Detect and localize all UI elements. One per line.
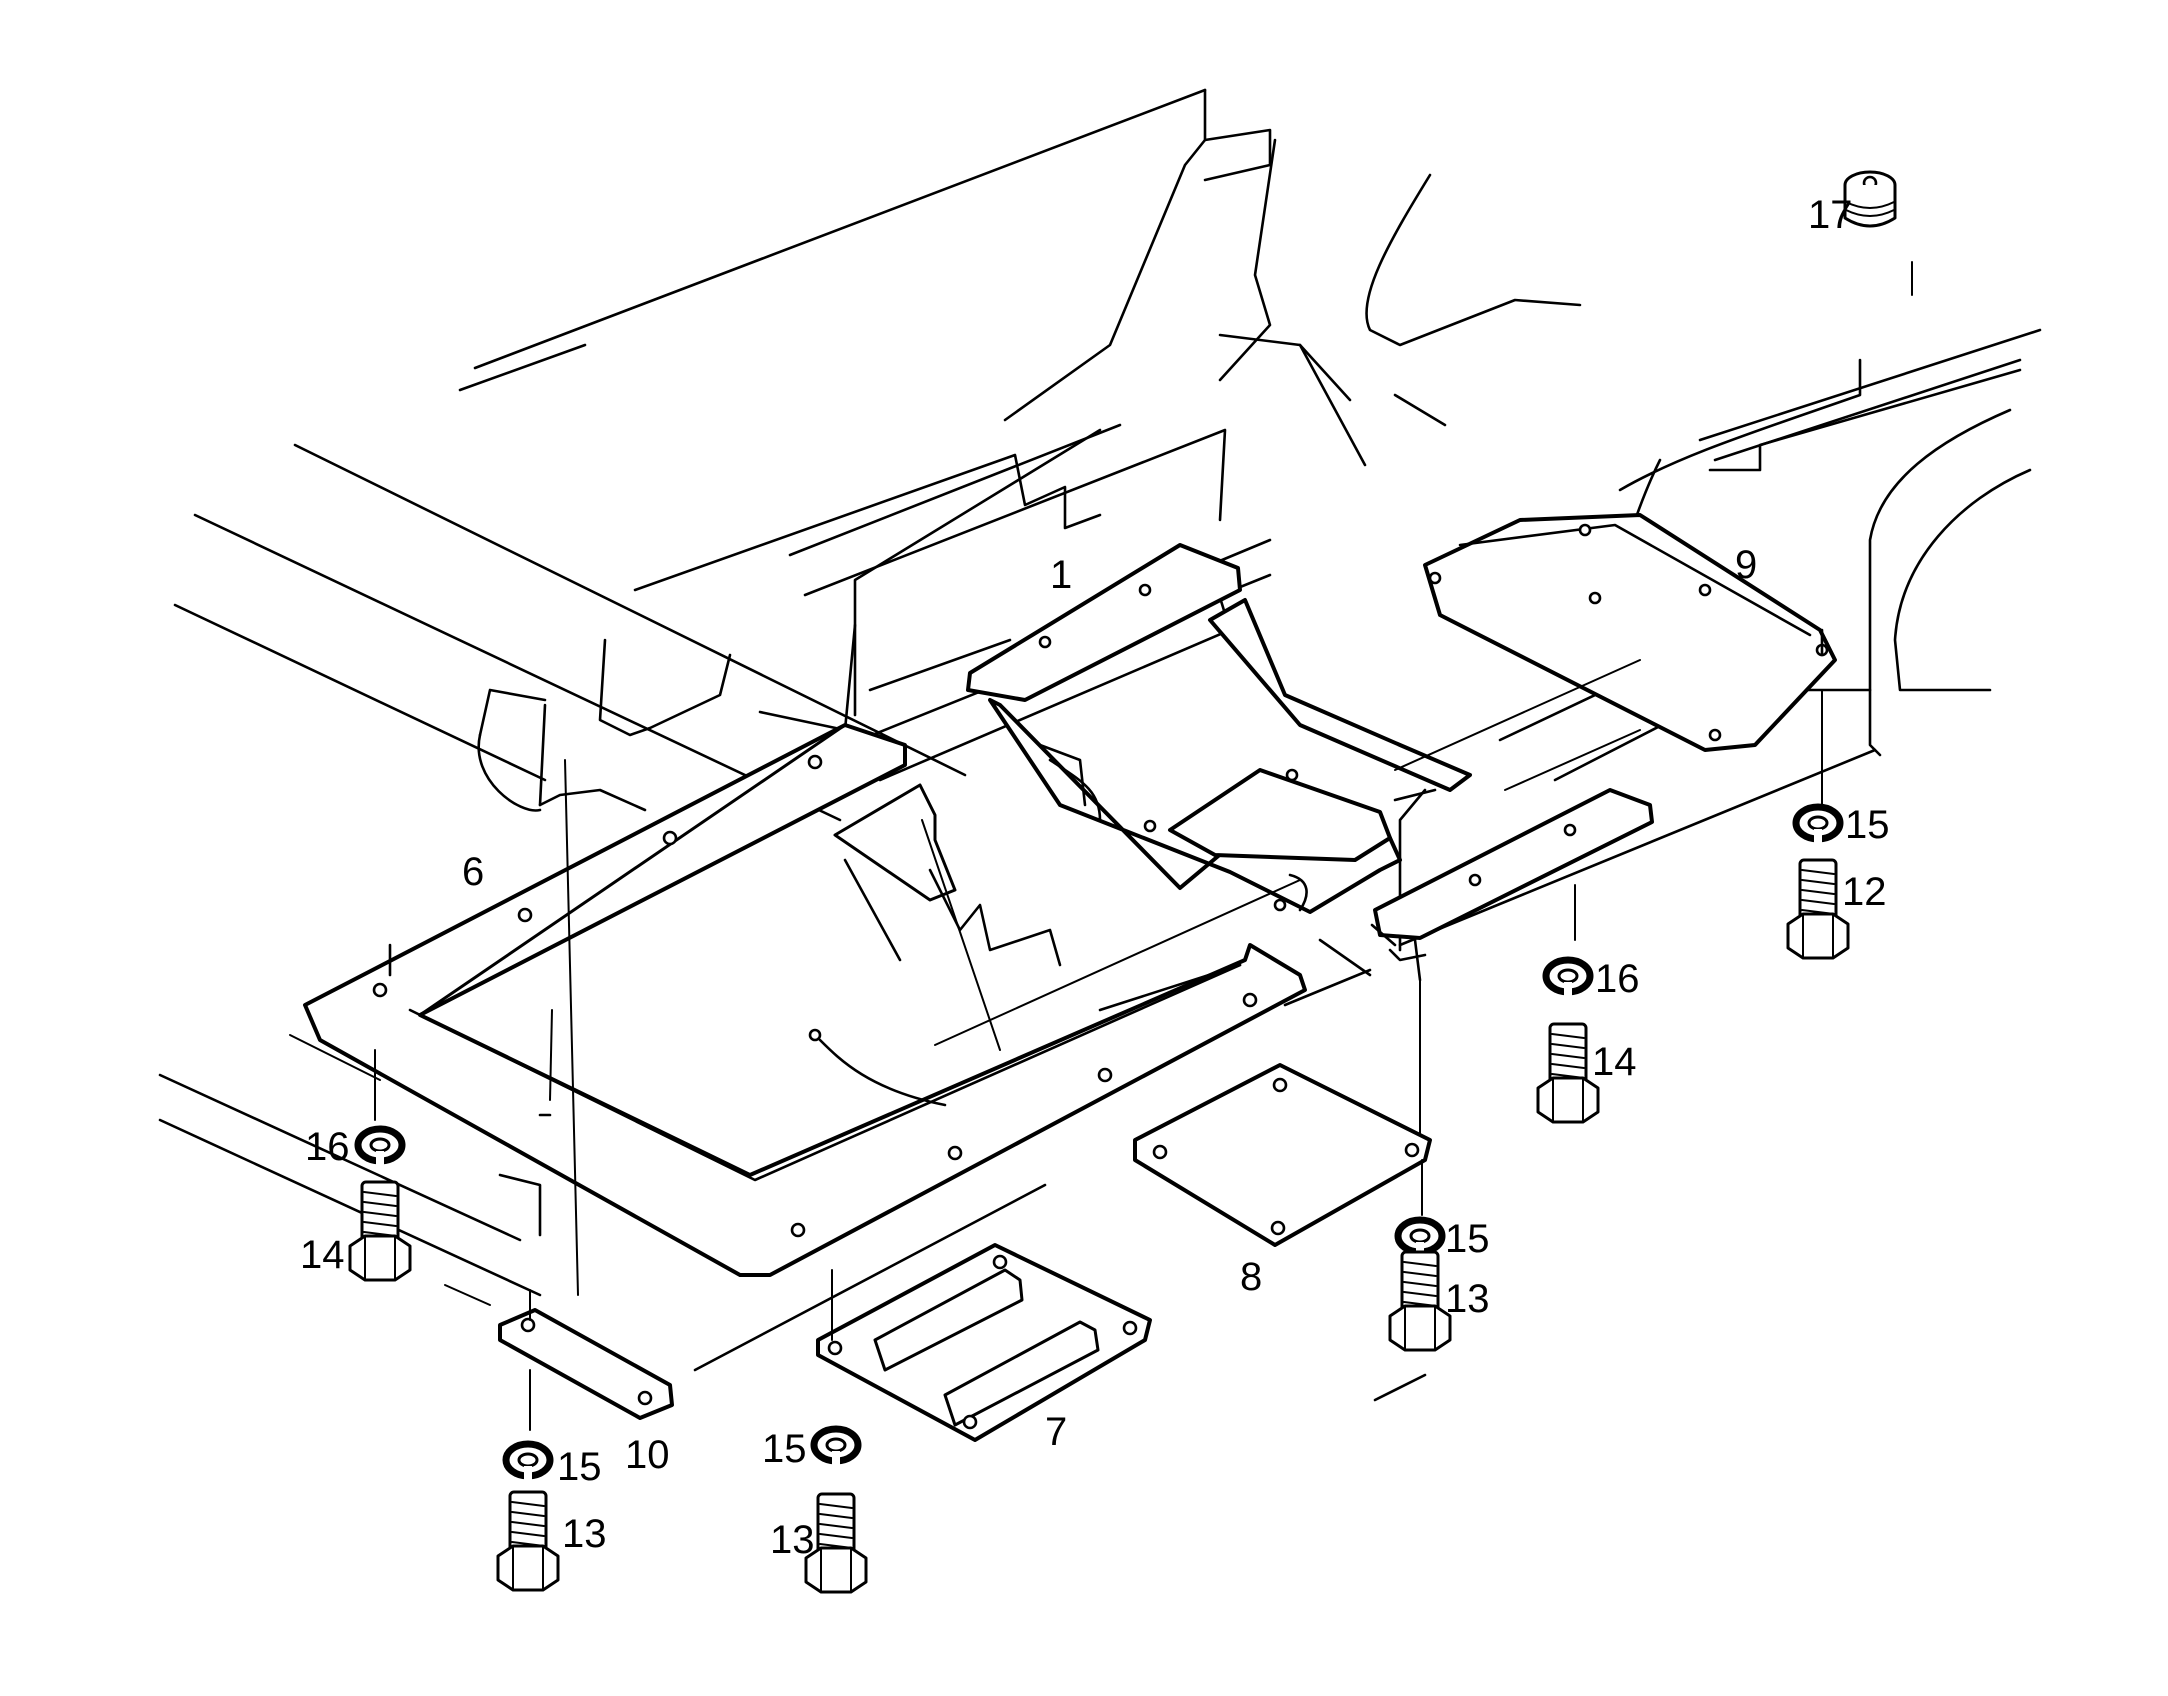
callout-labels: 1 6 7 8 9 10 12 13 13 13 14 14 15 15 15 … (300, 193, 1890, 1562)
callout-14b: 14 (300, 1233, 345, 1277)
callout-10: 10 (625, 1433, 670, 1477)
callout-13a: 13 (1445, 1277, 1490, 1321)
plug-icon (1843, 170, 1897, 228)
callout-12: 12 (1842, 870, 1887, 914)
callout-13c: 13 (770, 1518, 815, 1562)
housing-outline (158, 88, 2042, 1402)
part-1-flange (1370, 788, 1654, 982)
callout-14a: 14 (1592, 1040, 1637, 1084)
callout-8: 8 (1240, 1255, 1262, 1299)
callout-16b: 16 (305, 1125, 350, 1169)
part-8-plate (1133, 1063, 1432, 1247)
callout-15b: 15 (1445, 1217, 1490, 1261)
callout-16a: 16 (1595, 957, 1640, 1001)
callout-1: 1 (1050, 553, 1072, 597)
callout-15d: 15 (762, 1427, 807, 1471)
callout-6: 6 (462, 850, 484, 894)
callout-9: 9 (1735, 543, 1757, 587)
callout-13b: 13 (562, 1512, 607, 1556)
part-6-frame (303, 723, 1307, 1277)
part-1-bracket (966, 543, 1472, 914)
leader-lines (289, 261, 1913, 1431)
part-9-plate (1423, 513, 1837, 752)
callout-15c: 15 (557, 1445, 602, 1489)
callout-17: 17 (1808, 193, 1853, 237)
part-10-plate (498, 1308, 674, 1420)
part-7-plate (816, 1243, 1152, 1442)
callout-15a: 15 (1845, 803, 1890, 847)
callout-7: 7 (1045, 1410, 1067, 1454)
